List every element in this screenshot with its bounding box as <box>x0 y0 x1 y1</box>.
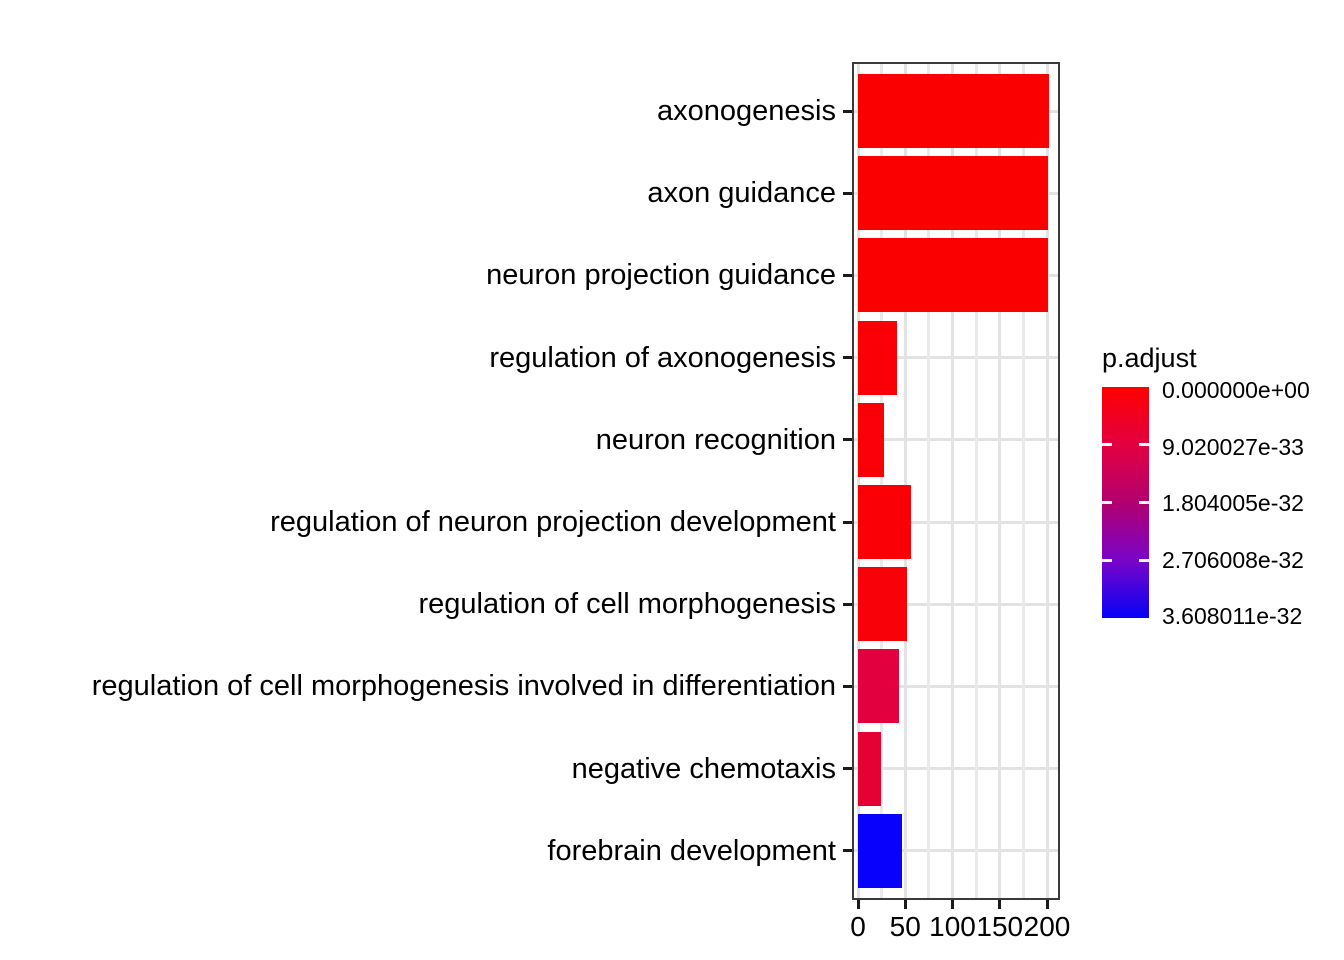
legend-tick-label: 9.020027e-33 <box>1162 433 1304 460</box>
bar <box>858 813 902 888</box>
x-axis-tick-label: 100 <box>929 911 976 942</box>
x-axis-tick <box>903 900 907 909</box>
y-axis-label: regulation of cell morphogenesis involve… <box>91 670 836 703</box>
y-axis-tick <box>843 849 852 853</box>
y-axis-tick <box>843 109 852 113</box>
legend-tick-label: 0.000000e+00 <box>1162 377 1310 403</box>
horizontal-gridline <box>854 438 1058 442</box>
vertical-gridline <box>856 64 860 898</box>
y-axis-label: forebrain development <box>547 834 836 867</box>
legend-colorbar-tick <box>1139 443 1149 447</box>
bar <box>858 731 881 806</box>
bar <box>858 238 1048 313</box>
y-axis-label: axonogenesis <box>657 95 836 127</box>
x-axis-tick-label: 150 <box>976 911 1024 942</box>
y-axis-tick <box>843 602 852 606</box>
y-axis-tick <box>843 438 852 442</box>
y-axis-tick <box>843 767 852 771</box>
legend-colorbar <box>1102 387 1149 618</box>
vertical-gridline <box>1021 64 1025 898</box>
legend-title: p.adjust <box>1102 343 1197 373</box>
vertical-gridline <box>880 64 884 898</box>
y-axis-label: regulation of neuron projection developm… <box>270 506 836 538</box>
x-axis-tick-label: 0 <box>850 911 866 942</box>
x-axis-tick <box>856 900 860 909</box>
bar <box>858 567 908 642</box>
y-axis-tick <box>843 273 852 277</box>
y-axis-tick <box>843 191 852 195</box>
bar <box>858 156 1048 231</box>
x-axis-tick-label: 200 <box>1023 911 1071 942</box>
vertical-gridline <box>998 64 1002 898</box>
legend-tick-label: 2.706008e-32 <box>1162 546 1304 573</box>
bar <box>858 402 884 477</box>
legend-colorbar-tick <box>1102 501 1112 504</box>
y-axis-label: neuron projection guidance <box>486 259 836 292</box>
bar <box>858 74 1049 148</box>
legend-tick-label: 3.608011e-32 <box>1162 603 1303 629</box>
y-axis-tick <box>843 520 852 524</box>
legend-colorbar-tick <box>1139 501 1149 504</box>
horizontal-gridline <box>854 356 1058 360</box>
horizontal-gridline <box>854 684 1058 688</box>
vertical-gridline <box>951 64 954 898</box>
y-axis-tick <box>843 684 852 688</box>
horizontal-gridline <box>854 767 1058 771</box>
y-axis-label: negative chemotaxis <box>571 752 836 785</box>
x-axis-tick <box>951 900 954 909</box>
vertical-gridline <box>927 64 931 898</box>
y-axis-label: neuron recognition <box>595 423 836 456</box>
horizontal-gridline <box>854 520 1058 524</box>
x-axis-tick-label: 50 <box>889 911 921 942</box>
vertical-gridline <box>1045 64 1049 898</box>
plot-panel <box>852 62 1060 900</box>
x-axis-tick <box>1045 900 1049 909</box>
y-axis-label: axon guidance <box>647 177 836 210</box>
vertical-gridline <box>974 64 978 898</box>
y-axis-label: regulation of cell morphogenesis <box>418 588 836 621</box>
bar <box>858 320 897 395</box>
y-axis-label: regulation of axonogenesis <box>489 341 836 374</box>
legend-colorbar-tick <box>1139 558 1149 562</box>
y-axis-tick <box>843 356 852 360</box>
legend-tick-label: 1.804005e-32 <box>1162 490 1304 516</box>
bar <box>858 649 899 724</box>
legend-colorbar-tick <box>1102 558 1112 562</box>
vertical-gridline <box>903 64 907 898</box>
horizontal-gridline <box>854 849 1058 853</box>
legend-colorbar-tick <box>1102 443 1112 447</box>
horizontal-gridline <box>854 602 1058 606</box>
x-axis-tick <box>998 900 1002 909</box>
bar <box>858 485 911 559</box>
